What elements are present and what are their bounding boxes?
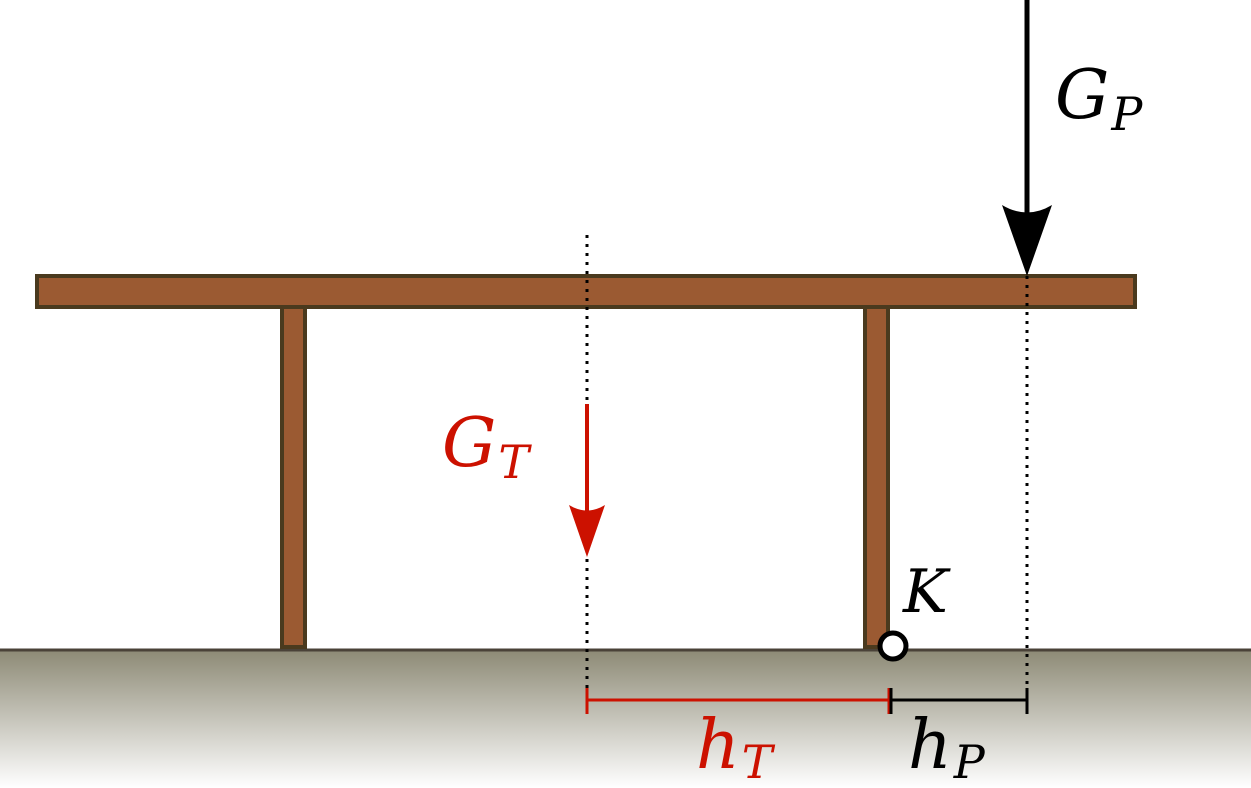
gt-force-arrow: [569, 404, 605, 557]
ground: [0, 650, 1251, 788]
k-label: K: [902, 557, 951, 627]
table-leg-right: [863, 305, 890, 649]
gp-force-arrow: [1002, 0, 1052, 276]
ht-dimension: [585, 688, 891, 714]
hp-label: hP: [908, 706, 986, 788]
gp-label: GP: [1055, 56, 1143, 141]
table-leg-left: [280, 305, 307, 649]
hp-dimension: [889, 688, 1029, 714]
ht-label: hT: [696, 706, 776, 788]
gt-label: GT: [442, 404, 532, 489]
pivot-point-k: [877, 630, 909, 662]
